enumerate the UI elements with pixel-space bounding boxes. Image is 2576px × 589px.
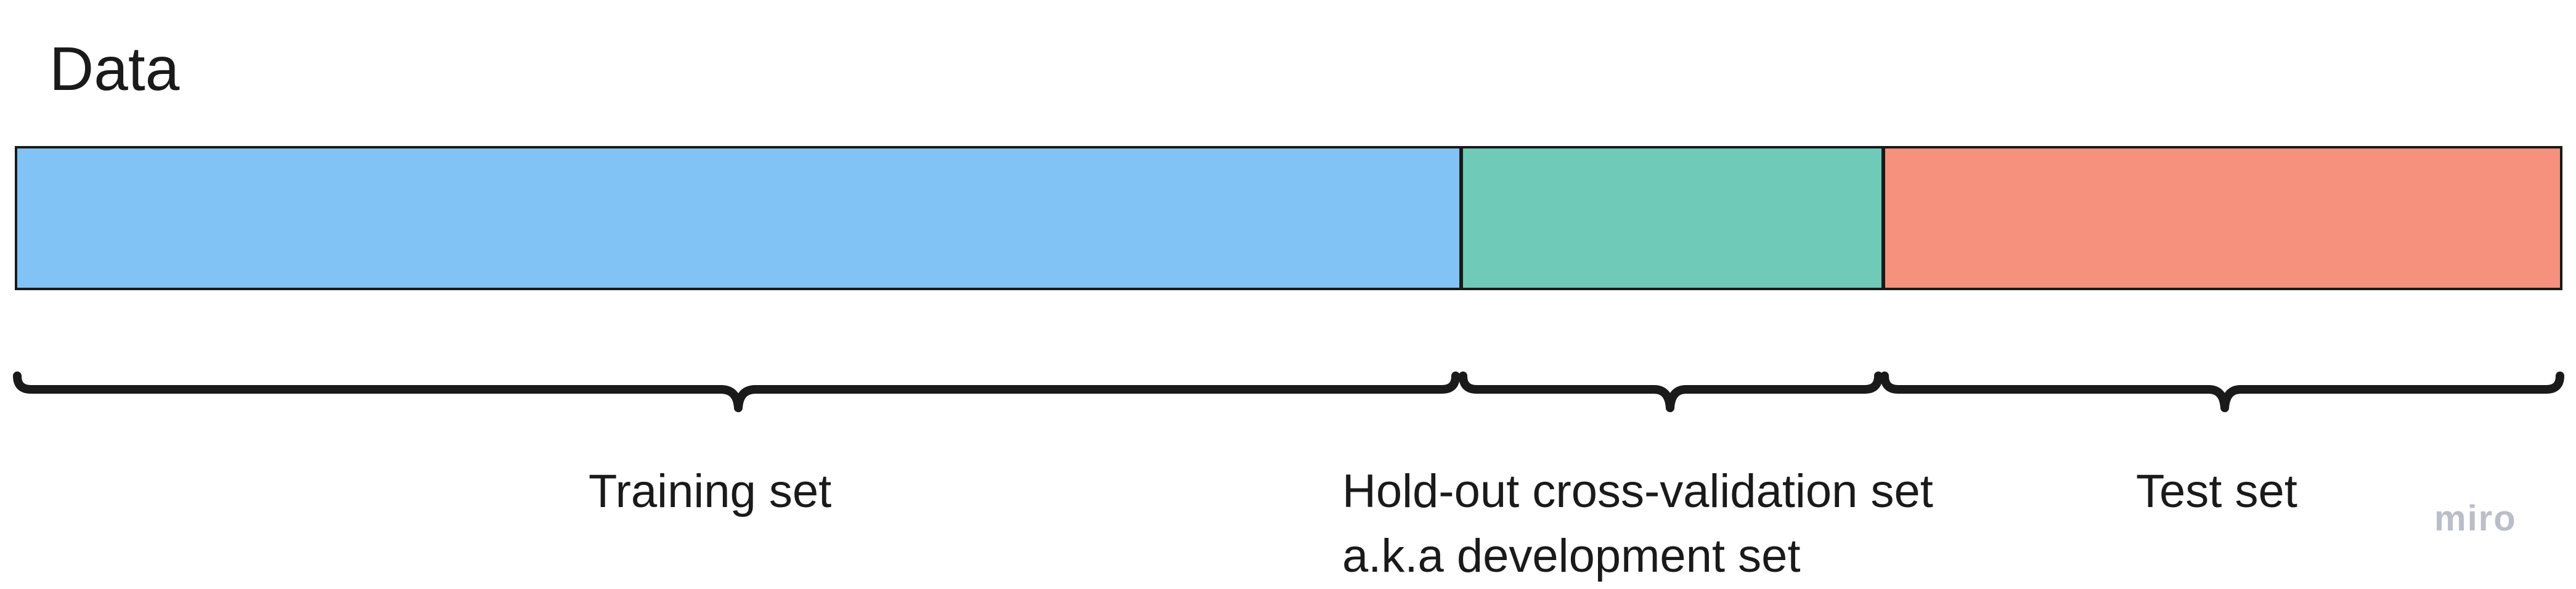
training-set-label: Training set: [589, 465, 832, 518]
training-segment: [17, 148, 1459, 288]
holdout-label-line2: a.k.a development set: [1342, 530, 1801, 582]
test-brace: [1880, 372, 2564, 412]
holdout-segment: [1459, 148, 1881, 288]
test-set-label: Test set: [2136, 465, 2297, 518]
test-segment: [1881, 148, 2560, 288]
braces-group: [13, 372, 2564, 412]
diagram-title: Data: [49, 35, 180, 104]
holdout-brace: [1459, 372, 1883, 412]
data-split-bar: [15, 146, 2562, 290]
training-brace: [13, 372, 1460, 412]
holdout-set-label: Hold-out cross-validation set a.k.a deve…: [1342, 459, 1933, 588]
miro-watermark: miro: [2434, 498, 2517, 538]
holdout-label-line1: Hold-out cross-validation set: [1342, 465, 1933, 518]
